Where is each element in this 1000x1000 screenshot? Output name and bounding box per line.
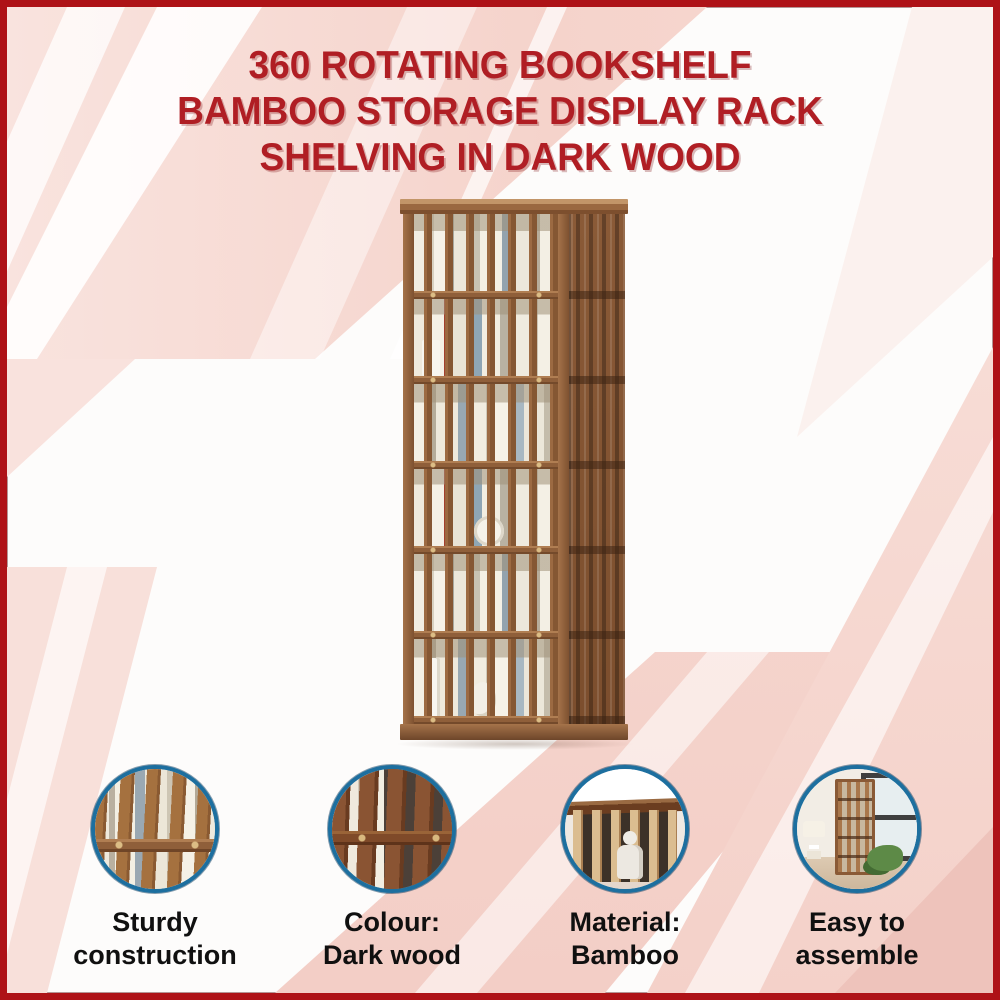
tower-figurine <box>424 658 440 716</box>
thumb-scene-shelf-top <box>565 769 685 889</box>
shelf-side-face <box>569 214 625 724</box>
feature-label: Sturdy construction <box>55 906 255 972</box>
shelf-corner-post <box>558 214 569 724</box>
thumb-lamp <box>803 821 825 837</box>
thumb-scene-slats-books <box>95 769 215 889</box>
product-title-line-3: SHELVING IN DARK WOOD <box>259 136 741 179</box>
shelf-level <box>403 554 569 639</box>
thumb-bookshelf <box>835 779 875 875</box>
shelf-base-board <box>400 724 628 740</box>
shelf-front-face <box>403 214 569 724</box>
feature-label-line: assemble <box>795 940 919 970</box>
thumb-rail <box>332 831 452 846</box>
books <box>414 554 558 631</box>
shelf-shadow <box>395 738 635 750</box>
shelf-level <box>403 469 569 554</box>
books <box>414 639 558 716</box>
thumb-rail <box>95 838 215 852</box>
thumb-window-bar <box>861 815 917 820</box>
clock-ornament <box>474 516 504 546</box>
feature-label: Material: Bamboo <box>525 906 725 972</box>
feature-label-line: Bamboo <box>571 940 679 970</box>
product-title-line-1: 360 ROTATING BOOKSHELF <box>248 44 752 87</box>
books <box>414 214 558 291</box>
shelf-top-board <box>400 199 628 214</box>
product-title-line-2: BAMBOO STORAGE DISPLAY RACK <box>177 90 823 133</box>
books <box>414 299 558 376</box>
shelf-corner-post <box>403 214 414 724</box>
feature-thumb-colour <box>328 765 456 893</box>
feature-label-line: Sturdy <box>112 907 198 937</box>
thumb-figurine-body <box>617 844 643 879</box>
shelf-body <box>403 214 625 724</box>
feature-thumb-material <box>561 765 689 893</box>
thumb-scene-dark-slats <box>332 769 452 889</box>
feature-label: Colour: Dark wood <box>292 906 492 972</box>
pen-cup <box>422 340 440 376</box>
books <box>414 384 558 461</box>
shelf-level <box>403 639 569 724</box>
feature-label: Easy to assemble <box>757 906 957 972</box>
product-title: 360 ROTATING BOOKSHELF BAMBOO STORAGE DI… <box>32 43 969 181</box>
shelf-level <box>403 214 569 299</box>
feature-sturdy-construction: Sturdy construction <box>55 765 255 972</box>
thumb-scene-room <box>797 769 917 889</box>
feature-label-line: Colour: <box>344 907 440 937</box>
thumb-slats <box>95 769 215 889</box>
feature-easy-to-assemble: Easy to assemble <box>757 765 957 972</box>
books <box>414 469 558 546</box>
product-photo-bookshelf <box>395 199 635 750</box>
feature-label-line: construction <box>73 940 237 970</box>
feature-thumb-sturdy <box>91 765 219 893</box>
feature-colour-dark-wood: Colour: Dark wood <box>292 765 492 972</box>
feature-label-line: Easy to <box>808 907 906 937</box>
thumb-plant <box>867 845 903 871</box>
feature-label-line: Material: <box>569 907 681 937</box>
cat-figurine <box>470 682 496 716</box>
feature-material-bamboo: Material: Bamboo <box>525 765 725 972</box>
shelf-level <box>403 384 569 469</box>
feature-label-line: Dark wood <box>322 940 462 970</box>
thumb-slats <box>332 769 452 889</box>
feature-thumb-assemble <box>793 765 921 893</box>
shelf-level <box>403 299 569 384</box>
